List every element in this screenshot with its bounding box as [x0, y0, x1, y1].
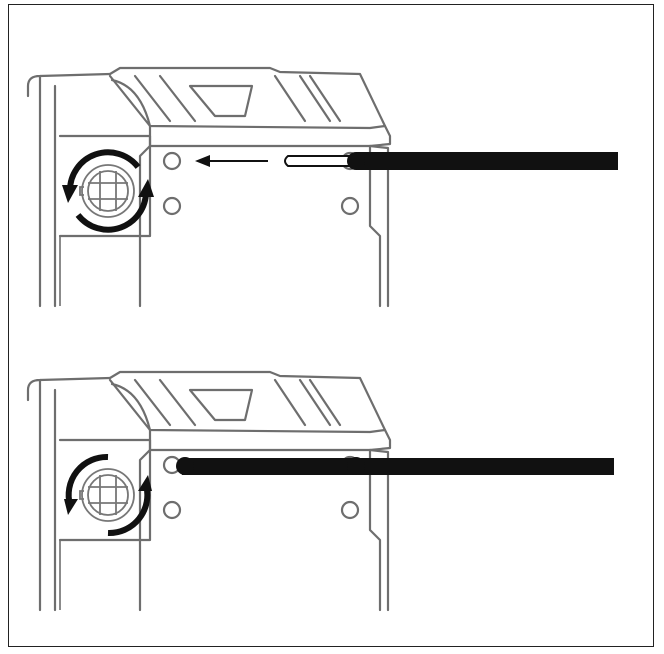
rotation-arrows-icon — [62, 149, 154, 233]
insertion-arrow-icon — [195, 155, 268, 167]
panel-top — [26, 66, 618, 308]
locking-knob-icon — [79, 468, 135, 522]
rotation-arrows-icon — [64, 453, 152, 537]
locking-knob-icon — [79, 164, 135, 218]
panel-bottom — [26, 370, 614, 612]
rod-icon — [284, 152, 618, 170]
rod-icon — [176, 457, 614, 475]
